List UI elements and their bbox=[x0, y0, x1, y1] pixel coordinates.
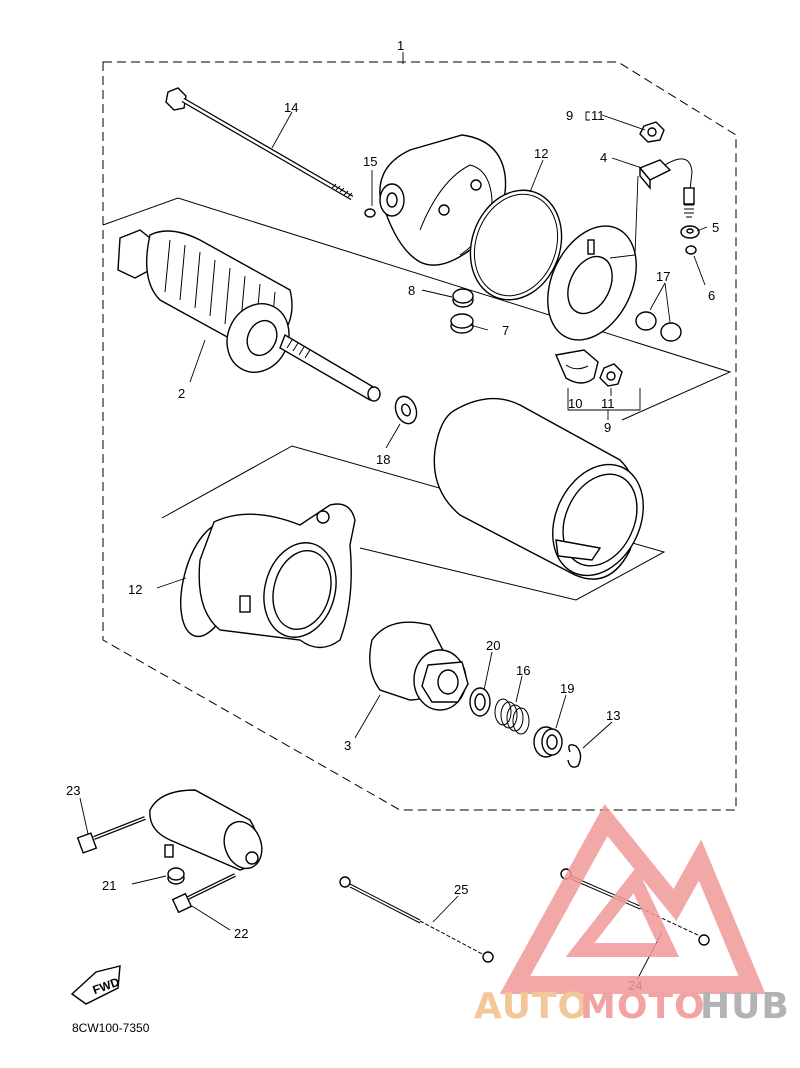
callout-18: 18 bbox=[376, 452, 390, 467]
nut-11-top bbox=[639, 121, 665, 143]
callout-5: 5 bbox=[712, 220, 719, 235]
callout-14: 14 bbox=[284, 100, 298, 115]
watermark-auto: AUTO bbox=[474, 986, 589, 1027]
cable-25 bbox=[339, 876, 494, 963]
brush-plate-9 bbox=[547, 225, 637, 341]
callout-25: 25 bbox=[454, 882, 468, 897]
circlip-13 bbox=[567, 744, 582, 768]
lower-plane-outline bbox=[161, 445, 666, 601]
collar-19 bbox=[533, 726, 563, 758]
callout-7: 7 bbox=[502, 323, 509, 338]
callout-12-top: 12 bbox=[534, 146, 548, 161]
callout-22: 22 bbox=[234, 926, 248, 941]
automotohub-watermark: AUTO MOTO HUB bbox=[474, 986, 790, 1027]
fwd-arrow-icon: FWD bbox=[70, 965, 122, 1005]
bolt-23 bbox=[76, 816, 146, 854]
pinion-clutch-3 bbox=[369, 621, 469, 711]
o-ring-15 bbox=[364, 208, 376, 218]
callout-11-bottom: 11 bbox=[601, 396, 615, 411]
callout-19: 19 bbox=[560, 681, 574, 696]
callout-12-left: 12 bbox=[128, 582, 142, 597]
diagram-code: 8CW100-7350 bbox=[72, 1021, 150, 1035]
yoke-housing bbox=[433, 397, 644, 580]
callout-2: 2 bbox=[178, 386, 185, 401]
nut-8 bbox=[452, 288, 474, 308]
through-bolt-14 bbox=[165, 87, 354, 201]
callout-8: 8 bbox=[408, 283, 415, 298]
callout-9-top: 9 bbox=[566, 108, 573, 123]
armature-2 bbox=[117, 229, 381, 402]
o-ring-6 bbox=[685, 245, 697, 255]
callout-11-top: 11 bbox=[591, 108, 605, 123]
upper-plane-outline bbox=[102, 197, 732, 421]
callout-6: 6 bbox=[708, 288, 715, 303]
watermark-hub: HUB bbox=[700, 986, 790, 1027]
washer-5 bbox=[680, 225, 700, 239]
o-ring-12-top bbox=[469, 189, 563, 301]
callout-labels: 1 2 3 4 5 6 7 8 9 11 10 11 9 12 12 13 14… bbox=[66, 38, 719, 993]
front-bracket bbox=[180, 503, 356, 649]
callout-16: 16 bbox=[516, 663, 530, 678]
callout-4: 4 bbox=[600, 150, 607, 165]
watermark-moto: MOTO bbox=[580, 986, 706, 1027]
callout-15: 15 bbox=[363, 154, 377, 169]
washer-17a bbox=[635, 311, 657, 331]
spring-16 bbox=[494, 698, 530, 735]
callout-23: 23 bbox=[66, 783, 80, 798]
brush-4 bbox=[638, 158, 695, 218]
callout-10: 10 bbox=[568, 396, 582, 411]
callout-13: 13 bbox=[606, 708, 620, 723]
callout-3: 3 bbox=[344, 738, 351, 753]
collar-7 bbox=[450, 313, 474, 334]
callout-1: 1 bbox=[397, 38, 404, 53]
washer-17b bbox=[660, 322, 682, 342]
automotohub-logo-icon bbox=[499, 803, 766, 994]
bracket-9-11 bbox=[585, 111, 590, 121]
brush-holder-10 bbox=[555, 349, 599, 384]
starter-motor-assembly bbox=[149, 789, 263, 871]
nut-11-bottom bbox=[599, 363, 623, 387]
callout-9-bottom: 9 bbox=[604, 420, 611, 435]
callout-21: 21 bbox=[102, 878, 116, 893]
nut-21 bbox=[167, 867, 185, 885]
washer-20 bbox=[469, 687, 491, 717]
washer-18 bbox=[394, 395, 418, 425]
assembly-boundary bbox=[102, 61, 737, 811]
callout-20: 20 bbox=[486, 638, 500, 653]
bolt-22 bbox=[171, 873, 236, 914]
callout-17: 17 bbox=[656, 269, 670, 284]
